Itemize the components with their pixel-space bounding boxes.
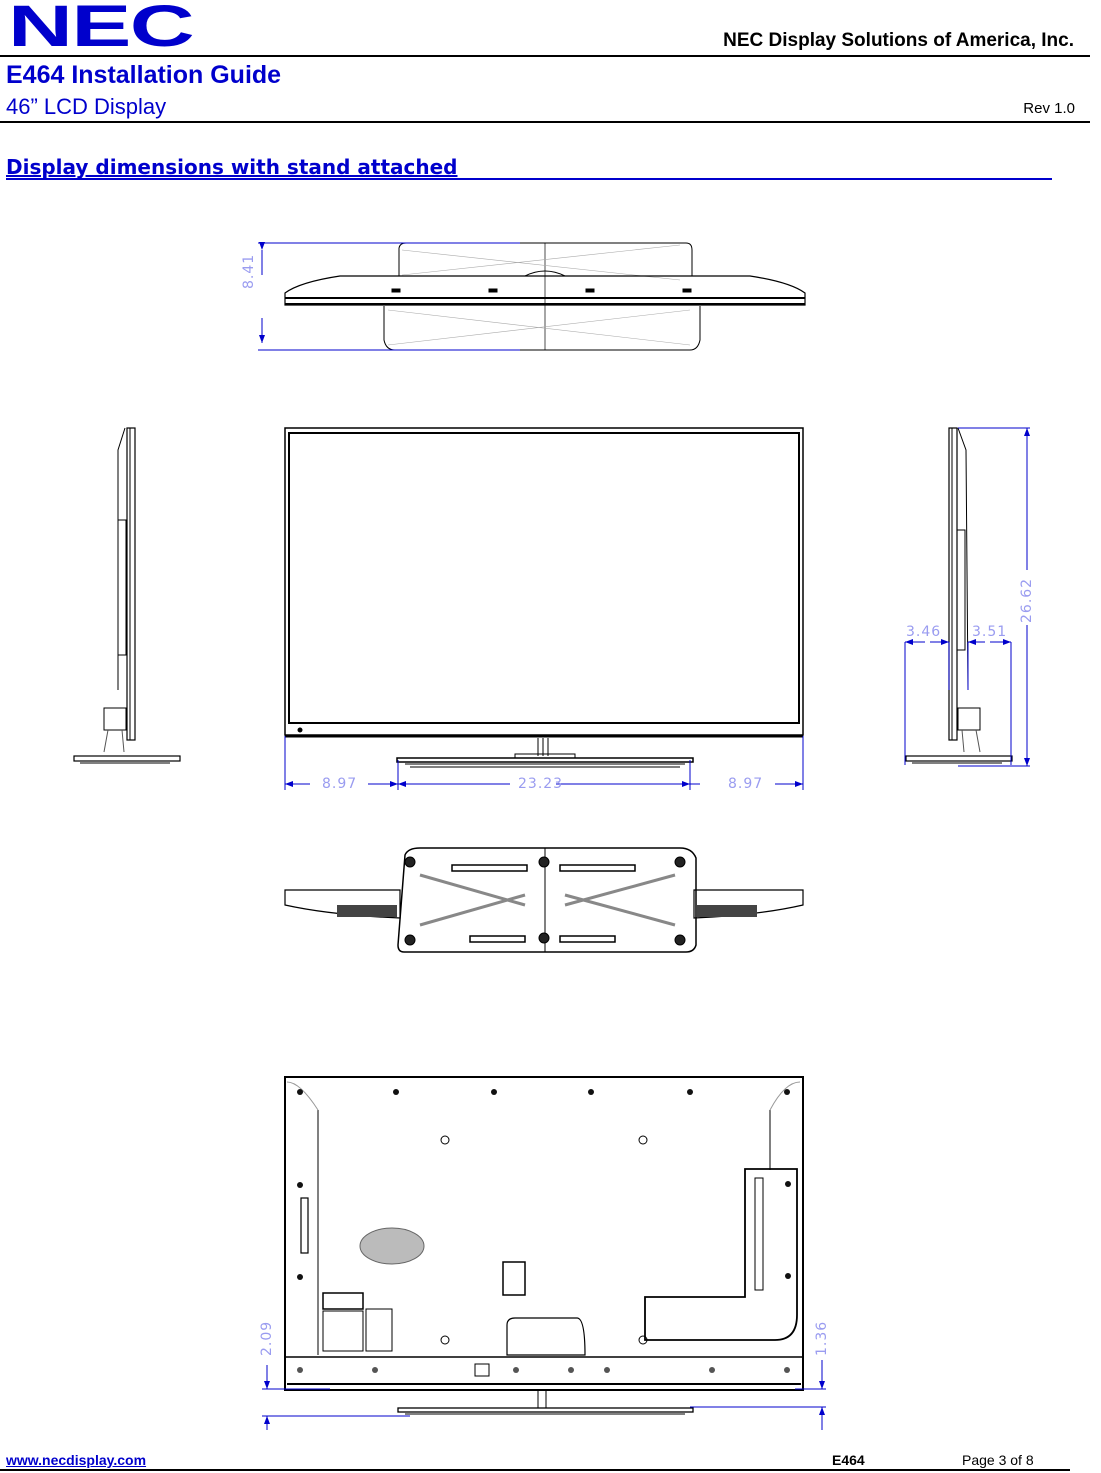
nec-logo: NEC bbox=[8, 0, 195, 59]
front-width-dimensions bbox=[284, 736, 804, 790]
section-heading: Display dimensions with stand attached bbox=[6, 155, 458, 179]
page-number: Page 3 of 8 bbox=[962, 1452, 1034, 1468]
bottom-view-drawing bbox=[284, 847, 804, 953]
dim-side-front-depth: 3.46 bbox=[906, 624, 942, 640]
dim-front-left-offset: 8.97 bbox=[322, 776, 358, 792]
dim-side-rear-depth: 3.51 bbox=[972, 624, 1008, 640]
page-subtitle: 46” LCD Display bbox=[6, 94, 167, 119]
footer-model: E464 bbox=[832, 1452, 865, 1468]
page-title: E464 Installation Guide bbox=[6, 61, 282, 89]
dim-front-right-offset: 8.97 bbox=[728, 776, 764, 792]
top-view-drawing bbox=[284, 242, 806, 351]
header-divider bbox=[0, 55, 1090, 57]
header-bottom-divider bbox=[0, 121, 1090, 123]
dim-side-height: 26.62 bbox=[1019, 577, 1035, 623]
side-dimensions bbox=[904, 427, 1030, 767]
left-side-view-drawing bbox=[73, 427, 181, 764]
dim-top-depth: 8.41 bbox=[241, 253, 257, 289]
right-side-view-drawing bbox=[905, 427, 1013, 764]
front-view-drawing bbox=[284, 427, 804, 768]
dim-rear-right-clearance: 1.36 bbox=[814, 1320, 830, 1356]
rear-view-drawing bbox=[284, 1076, 804, 1415]
rear-clearance-dimensions bbox=[262, 1360, 826, 1430]
section-underline bbox=[6, 178, 1052, 180]
dim-rear-left-clearance: 2.09 bbox=[259, 1320, 275, 1356]
footer-divider bbox=[0, 1469, 1070, 1471]
company-name: NEC Display Solutions of America, Inc. bbox=[723, 30, 1074, 51]
website-link[interactable]: www.necdisplay.com bbox=[6, 1452, 147, 1468]
revision-label: Rev 1.0 bbox=[1023, 100, 1075, 117]
dim-front-stand-width: 23.23 bbox=[518, 776, 564, 792]
top-depth-dimension bbox=[258, 242, 520, 351]
